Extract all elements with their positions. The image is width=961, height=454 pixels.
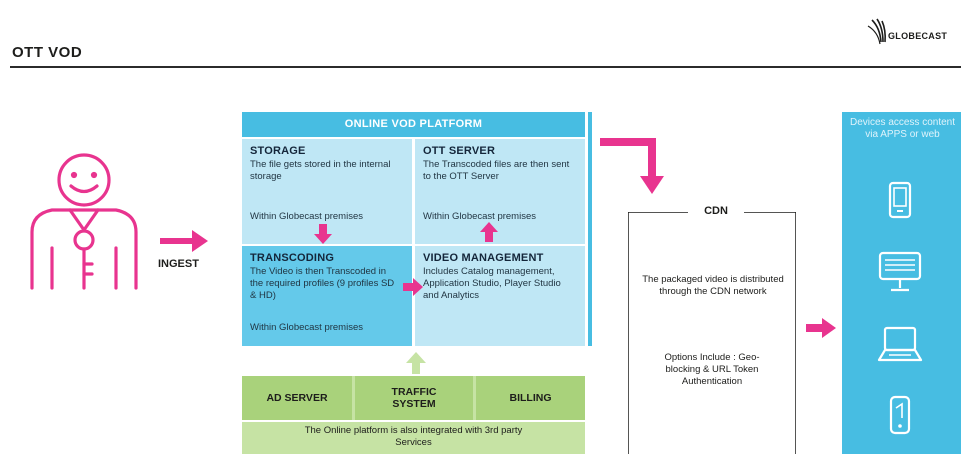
tablet-icon <box>888 181 912 219</box>
cdn-options: Options Include : Geo-blocking & URL Tok… <box>632 352 792 388</box>
transcoding-note: Within Globecast premises <box>250 322 363 333</box>
ott-server-box: OTT SERVER The Transcoded files are then… <box>415 139 585 244</box>
arrow-up-icon <box>480 222 498 242</box>
platform-title: ONLINE VOD PLATFORM <box>242 112 585 137</box>
video-management-text: Includes Catalog management, Application… <box>423 266 561 301</box>
desktop-icon <box>878 251 922 292</box>
traffic-system-box: TRAFFIC SYSTEM <box>355 376 473 420</box>
smartphone-icon <box>889 395 911 435</box>
platform-to-cdn-arrow-icon <box>600 138 664 194</box>
ad-server-box: AD SERVER <box>242 376 352 420</box>
storage-title: STORAGE <box>250 145 306 157</box>
video-management-title: VIDEO MANAGEMENT <box>423 252 544 264</box>
ott-server-title: OTT SERVER <box>423 145 496 157</box>
devices-description: Devices access content via APPS or web <box>849 117 956 140</box>
video-management-box: VIDEO MANAGEMENT Includes Catalog manage… <box>415 246 585 346</box>
cdn-description: The packaged video is distributed throug… <box>642 274 784 297</box>
cdn-options-text: Options Include : Geo-blocking & URL Tok… <box>664 352 760 387</box>
ott-server-text: The Transcoded files are then sent to th… <box>423 159 570 182</box>
services-note: The Online platform is also integrated w… <box>242 422 585 454</box>
globecast-logo <box>867 18 886 45</box>
platform-side-bar <box>588 112 592 346</box>
cdn-title: CDN <box>688 205 744 217</box>
ingest-arrow-icon <box>160 230 208 252</box>
ott-server-note: Within Globecast premises <box>423 211 536 222</box>
transcoding-title: TRANSCODING <box>250 252 335 264</box>
cdn-to-devices-arrow-icon <box>806 318 836 338</box>
arrow-down-icon <box>314 224 332 244</box>
services-note-text: The Online platform is also integrated w… <box>304 425 523 448</box>
header-divider <box>10 66 961 68</box>
services-up-arrow-icon <box>406 352 426 374</box>
storage-text: The file gets stored in the internal sto… <box>250 159 391 182</box>
logo-text: GLOBECAST <box>888 31 948 41</box>
arrow-right-icon <box>403 278 423 296</box>
transcoding-text: The Video is then Transcoded in the requ… <box>250 266 395 301</box>
billing-box: BILLING <box>476 376 585 420</box>
ingest-label: INGEST <box>158 258 199 270</box>
laptop-icon <box>877 326 923 362</box>
cdn-box <box>628 212 796 454</box>
user-icon <box>30 153 138 290</box>
page-title: OTT VOD <box>12 44 83 61</box>
storage-note: Within Globecast premises <box>250 211 363 222</box>
transcoding-box: TRANSCODING The Video is then Transcoded… <box>242 246 412 346</box>
traffic-system-label: TRAFFIC SYSTEM <box>391 386 437 410</box>
